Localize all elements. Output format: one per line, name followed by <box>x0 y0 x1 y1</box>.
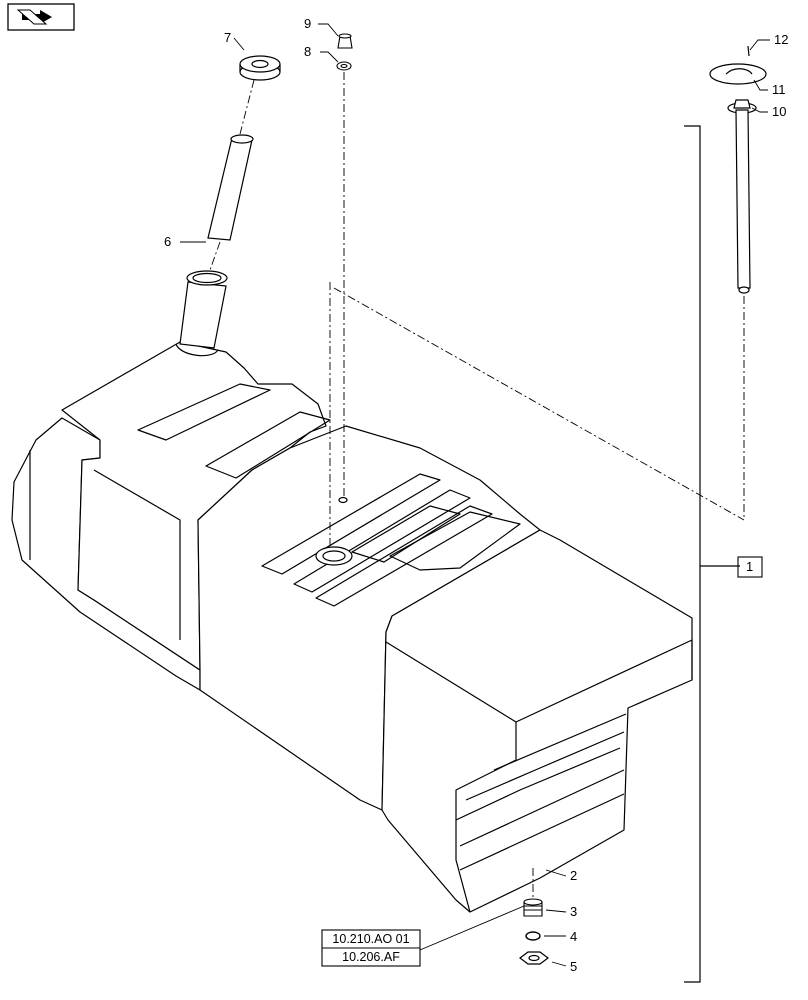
callout-1-box <box>737 556 763 578</box>
callout-11: 11 <box>772 82 786 97</box>
drain-nut <box>519 951 549 965</box>
callout-7: 7 <box>224 30 231 45</box>
center-lines <box>209 72 745 898</box>
leader-lines <box>180 23 770 967</box>
reference-link-1[interactable]: 10.210.AO 01 <box>332 932 409 946</box>
callout-8: 8 <box>304 44 311 59</box>
callout-9: 9 <box>304 16 311 31</box>
reference-box[interactable]: 10.210.AO 01 10.206.AF <box>321 929 421 967</box>
drain-fitting <box>523 898 543 917</box>
filler-cap <box>239 55 281 81</box>
callout-10: 10 <box>772 104 786 119</box>
sender-port <box>315 496 353 566</box>
callout-12: 12 <box>774 32 788 47</box>
callout-2: 2 <box>570 868 577 883</box>
callout-3: 3 <box>570 904 577 919</box>
filler-neck <box>175 270 228 357</box>
callout-6: 6 <box>164 234 171 249</box>
tank-right-block <box>381 529 693 913</box>
nav-arrow-icon[interactable] <box>7 3 75 31</box>
callout-1: 1 <box>746 559 753 574</box>
vent-washer <box>336 61 352 71</box>
callout-5: 5 <box>570 959 577 974</box>
fuel-level-sender <box>727 99 757 294</box>
tank-right-face <box>385 641 517 913</box>
reference-link-2[interactable]: 10.206.AF <box>342 950 400 964</box>
assembly-bracket <box>684 125 740 983</box>
vent-screw <box>337 33 353 49</box>
filler-tube <box>207 134 254 241</box>
o-ring <box>525 931 541 941</box>
callout-4: 4 <box>570 929 577 944</box>
fuel-tank <box>11 341 693 913</box>
sender-flange <box>709 45 767 85</box>
